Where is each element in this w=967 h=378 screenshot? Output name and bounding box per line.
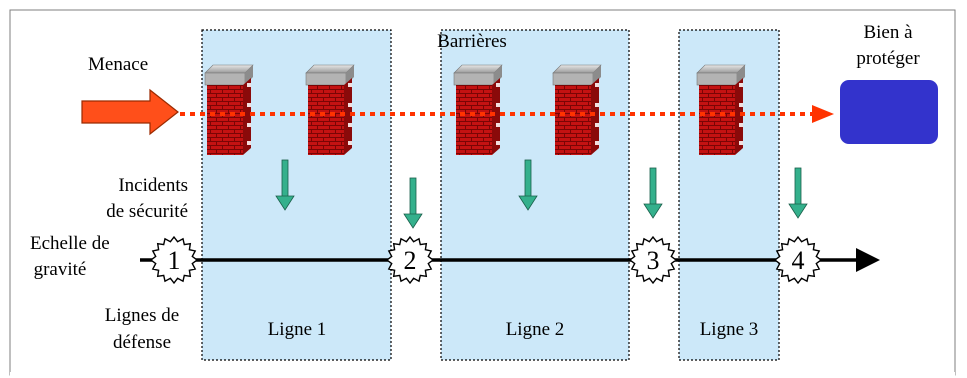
threat-arrow (81, 88, 179, 136)
severity-label-line2: gravité (34, 259, 87, 280)
severity-point-1: 1 (168, 246, 181, 275)
threat-label: Menace (88, 54, 148, 75)
incidents-label-line1: Incidents (118, 175, 188, 196)
defense-lines-label-line2: défense (113, 332, 171, 353)
line-3-label: Ligne 3 (700, 319, 759, 340)
brick-wall-icon (696, 64, 746, 156)
severity-point-4: 4 (792, 246, 805, 275)
brick-wall-icon (552, 64, 602, 156)
line-1-label: Ligne 1 (268, 319, 327, 340)
threat-path-arrowhead (812, 105, 834, 123)
brick-wall-icon (204, 64, 254, 156)
incidents-label-line2: de sécurité (106, 201, 188, 222)
brick-wall-icon (305, 64, 355, 156)
line-2-label: Ligne 2 (506, 319, 565, 340)
asset-label-line1: Bien à (863, 22, 913, 43)
severity-point-2: 2 (404, 246, 417, 275)
severity-label-line1: Echelle de (30, 233, 110, 254)
brick-wall-icon (453, 64, 503, 156)
defense-lines-label-line1: Lignes de (105, 305, 179, 326)
asset-label-line2: protéger (856, 48, 920, 69)
barriers-label: Barrières (437, 31, 507, 52)
severity-scale-arrowhead (856, 248, 880, 272)
severity-point-3: 3 (647, 246, 660, 275)
protected-asset (840, 80, 938, 144)
